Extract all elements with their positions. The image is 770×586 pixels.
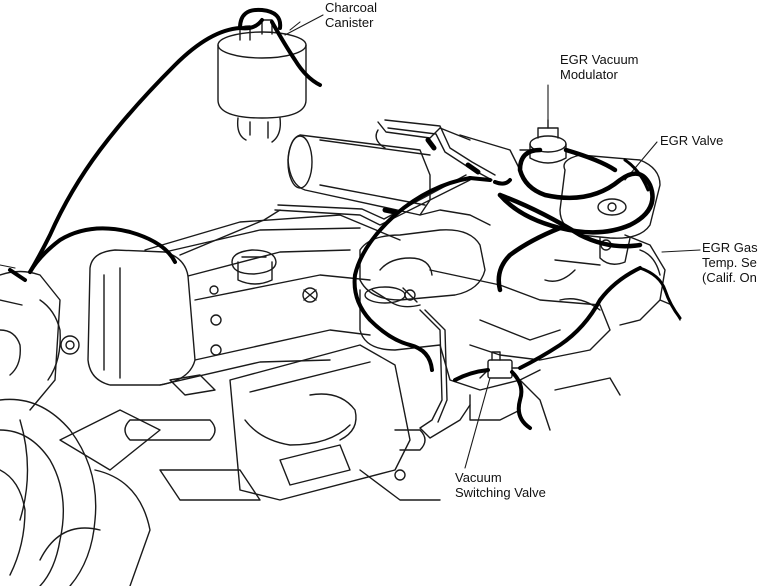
- label-egr-valve: EGR Valve: [660, 133, 723, 148]
- label-charcoal-canister: Charcoal Canister: [325, 0, 377, 30]
- hose-throttle-to-vsv: [352, 176, 642, 430]
- label-line: Canister: [325, 15, 374, 30]
- hose-canister-to-engine: [8, 7, 322, 282]
- air-cleaner: [287, 121, 521, 216]
- label-line: EGR Valve: [660, 133, 724, 148]
- hose-right-sensor: [623, 158, 682, 320]
- label-vacuum-switching-valve: Vacuum Switching Valve: [455, 470, 546, 500]
- metal-vacuum-pipe: [179, 119, 496, 439]
- label-line: Switching Valve: [455, 485, 546, 500]
- charcoal-canister: [217, 19, 307, 143]
- label-line: EGR Gas: [702, 240, 758, 255]
- egr-valve-assembly: [544, 154, 681, 326]
- intake-manifold: [359, 209, 621, 431]
- engine-lower: [229, 344, 441, 501]
- label-line: Charcoal: [325, 0, 378, 15]
- egr-vacuum-modulator: [519, 119, 577, 164]
- label-egr-gas-temp-sensor: EGR Gas Temp. Se (Calif. On: [702, 240, 758, 285]
- label-line: (Calif. On: [702, 270, 757, 285]
- valve-cover: [87, 214, 401, 386]
- label-line: Temp. Se: [702, 255, 757, 270]
- label-line: Vacuum: [455, 470, 502, 485]
- cooling-fan: [0, 398, 161, 586]
- hose-egr-loop: [496, 147, 655, 293]
- label-line: Modulator: [560, 67, 618, 82]
- label-egr-vacuum-modulator: EGR Vacuum Modulator: [560, 52, 639, 82]
- hose-short-connectors: [382, 137, 481, 215]
- label-line: EGR Vacuum: [560, 52, 639, 67]
- engine-block-left: [0, 270, 261, 501]
